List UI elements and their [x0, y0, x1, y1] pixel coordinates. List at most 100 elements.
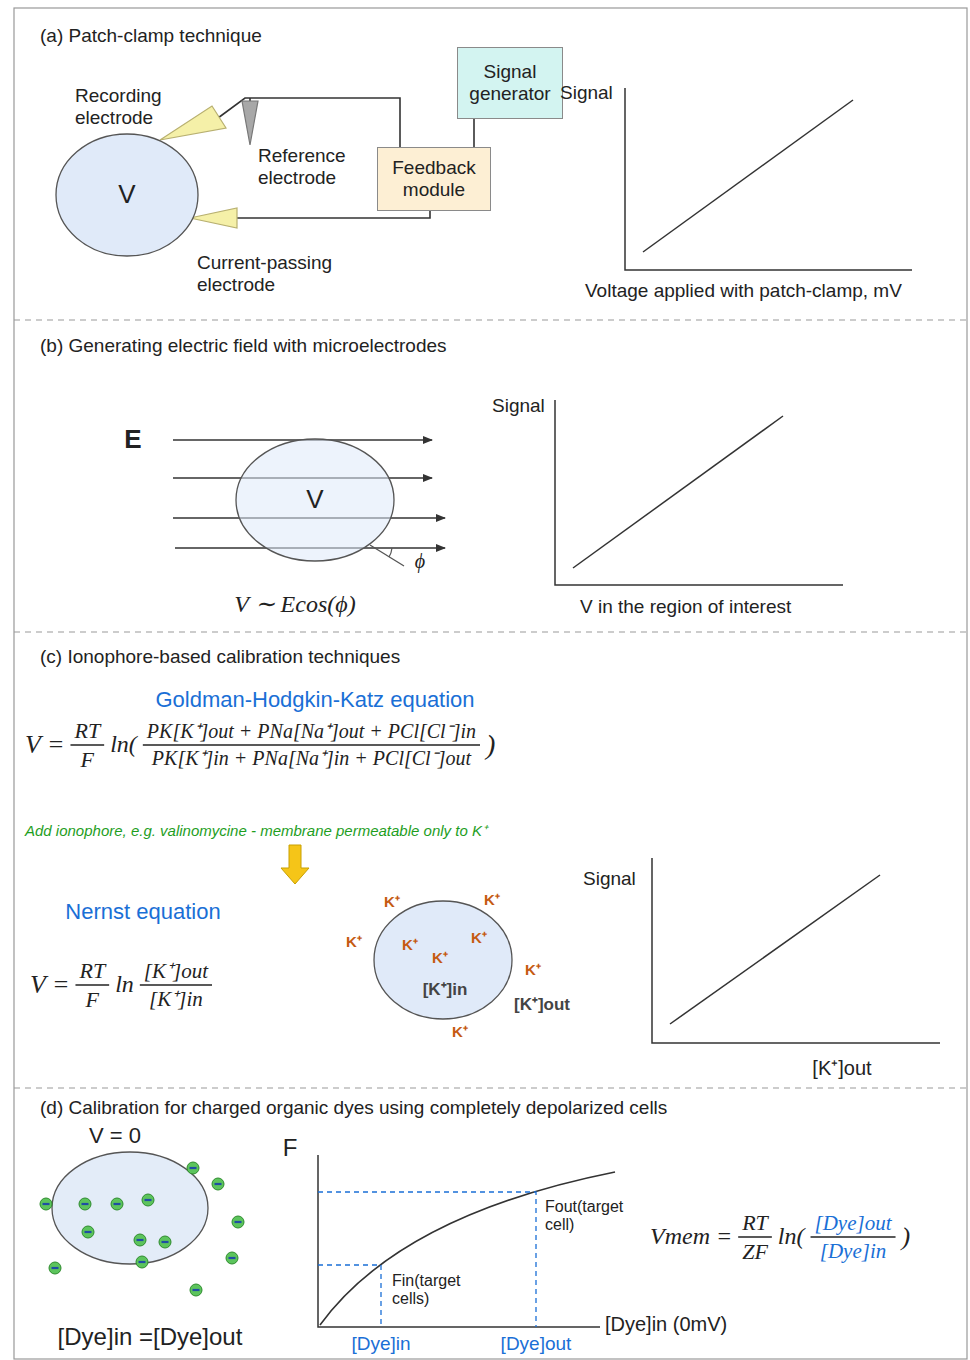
process-box: Signal generator	[457, 47, 563, 119]
chart-axes	[625, 88, 912, 270]
angle-arc	[389, 548, 392, 557]
fraction-bar	[143, 744, 480, 745]
text-label: K⁺	[525, 961, 541, 978]
ion-label: K⁺	[402, 936, 418, 953]
text-label: Recording electrode	[75, 85, 185, 129]
guide-line	[318, 1192, 536, 1327]
text-label: [Dye]out	[501, 1333, 572, 1355]
calibration-curve	[320, 1172, 615, 1325]
text-label: [K⁺]out	[514, 995, 570, 1015]
node-text: V	[118, 180, 135, 210]
process-box: Feedback module	[377, 147, 491, 211]
equation-term: V =	[25, 730, 64, 760]
minus-sign	[43, 1203, 50, 1205]
dye-dot	[82, 1226, 94, 1238]
text-label: (b) Generating electric field with micro…	[40, 335, 447, 357]
equation-term: ln(	[110, 731, 137, 759]
wire	[218, 98, 400, 150]
dye-dot	[226, 1252, 238, 1264]
equation-term: PK[K⁺]in + PNa[Na⁺]in + PCl[Cl⁻]out	[152, 747, 471, 770]
dye-dot	[142, 1194, 154, 1206]
text-label: Add ionophore, e.g. valinomycine - membr…	[25, 822, 487, 839]
dye-dot	[136, 1256, 148, 1268]
text-label: [Dye]in (0mV)	[605, 1313, 727, 1336]
equation-term: RT	[74, 718, 100, 743]
dye-dot	[49, 1262, 61, 1274]
minus-sign	[139, 1261, 146, 1263]
equation-term: ln	[115, 971, 134, 999]
equation-term: [Dye]in	[820, 1239, 887, 1263]
chart-axes	[318, 1155, 600, 1327]
equation-term: PK[K⁺]out + PNa[Na⁺]out + PCl[Cl⁻]in	[147, 720, 476, 743]
ion-label: K⁺	[432, 949, 448, 966]
text-label: Nernst equation	[65, 899, 220, 924]
normal-line	[370, 545, 404, 566]
dye-molecules	[40, 1162, 244, 1296]
fraction-bars	[70, 745, 895, 1237]
guide-line	[318, 1265, 381, 1327]
text-label: Reference electrode	[258, 145, 368, 189]
node-text: V	[306, 485, 323, 515]
equation-term: Vmem =	[650, 1223, 732, 1251]
text-label: [K⁺]out	[812, 1057, 871, 1080]
equation-term: [Dye]out	[815, 1211, 892, 1235]
text-label: Fout(target cell)	[545, 1198, 640, 1235]
text-label: Signal	[492, 395, 545, 417]
cell-membrane	[56, 134, 198, 256]
equation-term: )	[902, 1222, 911, 1252]
minus-sign	[190, 1167, 197, 1169]
dye-dot	[79, 1198, 91, 1210]
text-label: Fin(target cells)	[392, 1272, 487, 1309]
text-label: V = 0	[89, 1123, 141, 1148]
equation-term: ϕ	[415, 550, 425, 573]
fraction-bar	[70, 744, 104, 745]
chart-axes	[652, 858, 940, 1043]
dye-dot	[212, 1178, 224, 1190]
outer-border	[14, 8, 967, 1359]
text-label: F	[283, 1134, 298, 1162]
equation-term: V =	[30, 970, 69, 1000]
equation-term: )	[486, 729, 495, 761]
cell-ellipse: V	[235, 438, 395, 562]
equation-term: ln(	[778, 1223, 805, 1251]
text-label: (a) Patch-clamp technique	[40, 25, 262, 47]
panel-divider	[14, 1088, 967, 1089]
chart-line	[670, 875, 880, 1024]
text-label: Goldman-Hodgkin-Katz equation	[155, 687, 474, 712]
text-label: Current-passing electrode	[197, 252, 367, 296]
dye-dot	[159, 1236, 171, 1248]
cell-ellipse: V	[55, 133, 199, 257]
node-text: Feedback module	[384, 157, 484, 201]
ion-label: [K⁺]in	[423, 980, 468, 1000]
dye-dot	[190, 1284, 202, 1296]
minus-sign	[82, 1203, 89, 1205]
minus-sign	[145, 1199, 152, 1201]
depolarized-cell	[52, 1152, 208, 1264]
equation-term: RT	[742, 1210, 768, 1235]
minus-sign	[137, 1239, 144, 1241]
text-label: [Dye]in	[351, 1333, 410, 1355]
fraction-bar	[140, 984, 212, 985]
equation-term: ZF	[742, 1239, 768, 1264]
text-label: K⁺	[484, 891, 500, 908]
dye-dot	[134, 1234, 146, 1246]
recording-electrode	[160, 106, 226, 140]
text-label: K⁺	[384, 893, 400, 910]
text-label: Signal	[560, 82, 613, 104]
text-label: (c) Ionophore-based calibration techniqu…	[40, 646, 400, 668]
ion-label: K⁺	[471, 929, 487, 946]
cell-membrane	[374, 901, 512, 1019]
dye-dot	[187, 1162, 199, 1174]
equation-term: [K⁺]out	[144, 959, 208, 983]
reference-electrode	[242, 101, 258, 145]
fraction-bar	[75, 984, 109, 985]
node-text: Signal generator	[464, 61, 556, 105]
equation-term: F	[86, 987, 99, 1012]
panel-divider	[14, 632, 967, 633]
fraction-bar	[738, 1236, 772, 1237]
minus-sign	[52, 1267, 59, 1269]
chart-line	[643, 100, 853, 252]
equation-term: V ∼ Ecos(ϕ)	[234, 591, 355, 619]
text-label: K⁺	[346, 933, 362, 950]
text-label: K⁺	[452, 1023, 468, 1040]
